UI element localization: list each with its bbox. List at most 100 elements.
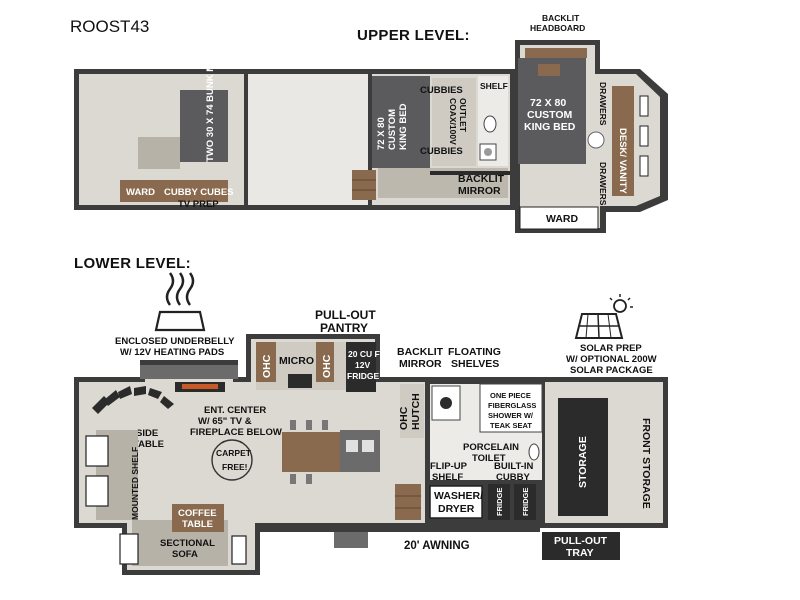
- desk-vanity-label: DESK/ VANITY: [617, 128, 628, 194]
- lower-backlit-mirror-l2: MIRROR: [399, 358, 442, 370]
- underbelly-l2: W/ 12V HEATING PADS: [120, 347, 224, 358]
- tv-wall-fan: [92, 386, 174, 414]
- fridge-small-a-label: FRIDGE: [495, 488, 504, 516]
- ohc-right-label: OHC: [321, 354, 333, 378]
- ent-center-l2: W/ 65" TV &: [198, 416, 252, 427]
- king-bed-left-l1: 72 X 80: [376, 117, 387, 150]
- dining-table: [282, 432, 340, 472]
- dining-chairs: [290, 420, 328, 484]
- drawers-top-label: DRAWERS: [598, 82, 608, 126]
- left-window-2: [85, 475, 109, 507]
- backlit-headboard: [525, 48, 587, 58]
- master-ward: [519, 206, 599, 230]
- master-ward-label: WARD: [546, 213, 578, 225]
- entry-step: [334, 532, 368, 548]
- cooktop: [288, 374, 312, 388]
- upper-level-plan: TWO 30 X 74 BUNK MATS WARD CUBBY CUBES T…: [74, 13, 668, 233]
- upper-mirror-strip: [430, 171, 510, 175]
- king-bed-left-l3: KING BED: [398, 103, 409, 150]
- left-window-1: [85, 435, 109, 467]
- coax-label-l2: OUTLET: [458, 98, 468, 133]
- upper-level-heading: UPPER LEVEL:: [357, 27, 470, 44]
- upper-window-1: [639, 95, 649, 117]
- cubby-cubes-label: CUBBY CUBES: [164, 187, 234, 198]
- side-table-l1: SIDE: [136, 428, 158, 439]
- island-sink-a: [346, 440, 358, 452]
- front-storage-label: FRONT STORAGE: [640, 418, 652, 509]
- desk-vanity: [612, 86, 634, 196]
- cubby-cubes: [162, 180, 228, 202]
- heat-icon: [154, 272, 206, 332]
- sofa-l2: SOFA: [172, 549, 198, 560]
- bath-sink-bowl: [440, 397, 452, 409]
- bunk-mats-label: TWO 30 X 74 BUNK MATS: [205, 46, 216, 162]
- ent-center-l3: FIREPLACE BELOW: [190, 427, 282, 438]
- coffee-table: [172, 504, 224, 532]
- washer-l1: WASHER/: [434, 490, 483, 502]
- solar-l2: W/ OPTIONAL 200W: [566, 354, 657, 365]
- ohc-left-label: OHC: [261, 354, 273, 378]
- lower-stairs: [395, 484, 421, 520]
- shower-l2: FIBERGLASS: [488, 401, 536, 410]
- lower-level-heading: LOWER LEVEL:: [74, 255, 191, 272]
- mounted-shelf-label: MOUNTED SHELF: [130, 447, 140, 520]
- bunk-mats: [180, 90, 228, 162]
- upper-window-3: [639, 155, 649, 177]
- solar-l3: SOLAR PACKAGE: [570, 365, 653, 376]
- small-fridge-b: [514, 484, 536, 520]
- tray-l1: PULL-OUT: [554, 535, 608, 547]
- model-name: ROOST43: [70, 17, 149, 36]
- cubbies-bottom-label: CUBBIES: [420, 146, 463, 157]
- cubbies-top-label: CUBBIES: [420, 85, 463, 96]
- tv-prep-label: TV PREP: [178, 199, 219, 210]
- fridge-l3: FRIDGE: [347, 371, 379, 381]
- coffee-l2: TABLE: [182, 519, 213, 530]
- fridge-20cuft: [346, 342, 376, 392]
- shower: [479, 383, 543, 433]
- washer-dryer: [429, 485, 483, 519]
- pull-out-tray: [542, 532, 620, 560]
- coffee-l1: COFFEE: [178, 508, 217, 519]
- king-bed-left: [372, 76, 430, 168]
- shower-l4: TEAK SEAT: [490, 421, 532, 430]
- backlit-headboard-l2: HEADBOARD: [530, 23, 585, 33]
- upper-ward: [120, 180, 162, 202]
- carpet-l1: CARPET: [216, 448, 252, 458]
- fridge-small-b-label: FRIDGE: [521, 488, 530, 516]
- backlit-headboard-l1: BACKLIT: [542, 13, 580, 23]
- coax-label-l1: COAX/100V: [448, 98, 458, 145]
- upper-toilet-icon: [483, 115, 497, 133]
- sofa-window-left: [119, 533, 139, 565]
- builtin-l1: BUILT-IN: [494, 461, 534, 472]
- awning-label: 20' AWNING: [404, 540, 470, 552]
- fridge-l1: 20 CU FT: [348, 349, 386, 359]
- sofa-window-right: [231, 535, 247, 565]
- toilet-l1: PORCELAIN: [463, 442, 519, 453]
- upper-backlit-mirror-l2: MIRROR: [458, 185, 501, 197]
- upper-stairs: [352, 170, 376, 200]
- sofa-l1: SECTIONAL: [160, 538, 215, 549]
- king-bed-right-l1: 72 X 80: [530, 97, 566, 109]
- bunk-step: [138, 137, 180, 169]
- pillow: [538, 64, 560, 76]
- tray-l2: TRAY: [566, 547, 594, 559]
- storage-unit: [558, 398, 608, 516]
- ohc-left: [256, 342, 276, 382]
- underbelly-l1: ENCLOSED UNDERBELLY: [115, 336, 235, 347]
- king-bed-left-l2: CUSTOM: [387, 109, 398, 150]
- toilet-icon: [528, 443, 540, 461]
- shower-l3: SHOWER W/: [488, 411, 534, 420]
- floating-shelves-l1: FLOATING: [448, 346, 501, 358]
- king-bed-right-l2: CUSTOM: [527, 109, 573, 121]
- cubbies-column: [432, 78, 476, 166]
- ent-center-l1: ENT. CENTER: [204, 405, 266, 416]
- lower-backlit-mirror-l1: BACKLIT: [397, 346, 444, 358]
- ohc-hutch-l1: OHC: [398, 406, 410, 430]
- shelf-label: SHELF: [480, 81, 508, 91]
- flipup-l2: SHELF: [432, 472, 463, 483]
- upper-drain-icon: [484, 148, 492, 156]
- entertainment-slide: [140, 365, 238, 379]
- washer-l2: DRYER: [438, 503, 475, 515]
- flipup-l1: FLIP-UP: [430, 461, 468, 472]
